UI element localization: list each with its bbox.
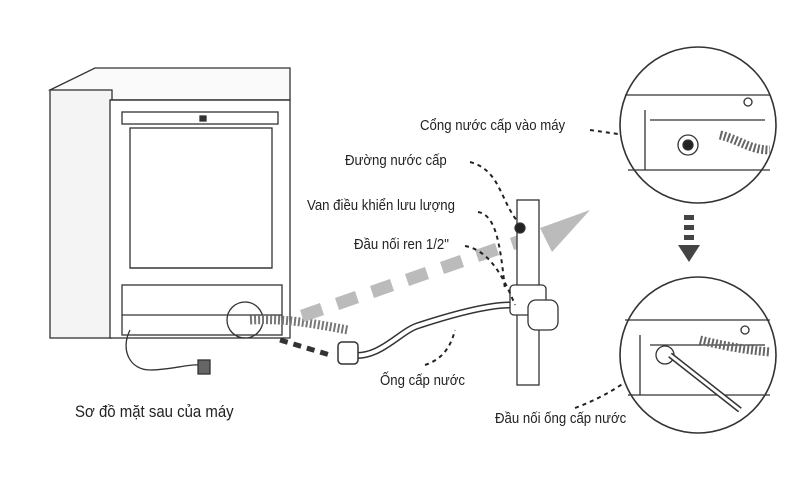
label-flow-valve: Van điều khiển lưu lượng — [307, 197, 455, 214]
drain-hose — [249, 315, 349, 335]
inset-inlet-detail — [619, 46, 777, 204]
label-supply-hose: Ống cấp nước — [380, 372, 466, 389]
label-supply-line: Đường nước cấp — [345, 152, 447, 169]
dishwasher-rear — [47, 67, 291, 375]
water-pipe — [509, 199, 559, 386]
inset-connected-detail — [619, 276, 777, 434]
caption-rear-diagram: Sơ đồ mặt sau của máy — [75, 402, 234, 421]
label-inlet-port: Cổng nước cấp vào máy — [420, 117, 566, 134]
supply-hose — [349, 301, 511, 360]
label-thread-connector: Đầu nối ren 1/2" — [354, 236, 449, 253]
direction-arrow — [300, 210, 590, 322]
down-arrow — [678, 215, 700, 262]
label-hose-connector: Đầu nối ống cấp nước — [495, 410, 627, 427]
